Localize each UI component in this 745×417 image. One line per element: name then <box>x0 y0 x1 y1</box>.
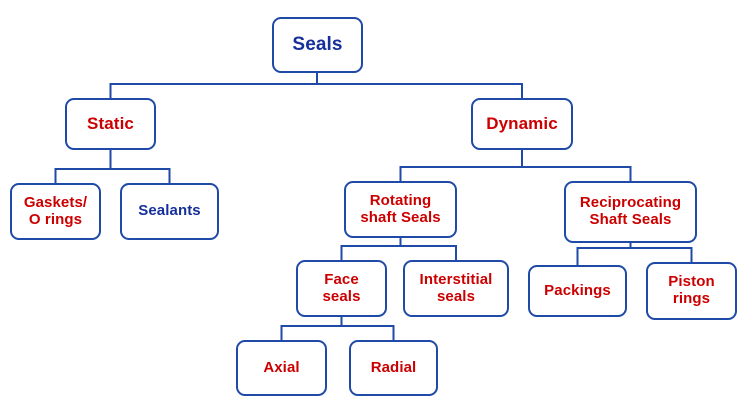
node-face-seals[interactable]: Face seals <box>296 260 387 317</box>
node-axial-label: Axial <box>263 358 300 376</box>
node-rotating-shaft-seals-label: Rotating shaft Seals <box>360 191 441 226</box>
node-packings[interactable]: Packings <box>528 265 627 317</box>
node-dynamic-label: Dynamic <box>486 114 558 134</box>
node-piston-rings[interactable]: Piston rings <box>646 262 737 320</box>
node-reciprocating-shaft-seals[interactable]: Reciprocating Shaft Seals <box>564 181 697 243</box>
node-seals[interactable]: Seals <box>272 17 363 73</box>
node-axial[interactable]: Axial <box>236 340 327 396</box>
node-packings-label: Packings <box>544 281 611 299</box>
node-interstitial-seals[interactable]: Interstitial seals <box>403 260 509 317</box>
node-gaskets-o-rings-label: Gaskets/ O rings <box>23 193 88 228</box>
node-radial-label: Radial <box>370 358 417 376</box>
node-rotating-shaft-seals[interactable]: Rotating shaft Seals <box>344 181 457 238</box>
node-seals-label: Seals <box>292 34 343 56</box>
node-static-label: Static <box>87 114 134 134</box>
node-gaskets-o-rings[interactable]: Gaskets/ O rings <box>10 183 101 240</box>
node-radial[interactable]: Radial <box>349 340 438 396</box>
node-interstitial-seals-label: Interstitial seals <box>419 270 493 305</box>
node-reciprocating-shaft-seals-label: Reciprocating Shaft Seals <box>579 194 682 228</box>
node-piston-rings-label: Piston rings <box>668 273 715 307</box>
node-face-seals-label: Face seals <box>322 270 361 305</box>
node-sealants-label: Sealants <box>138 202 201 220</box>
node-static[interactable]: Static <box>65 98 156 150</box>
node-sealants[interactable]: Sealants <box>120 183 219 240</box>
node-dynamic[interactable]: Dynamic <box>471 98 573 150</box>
